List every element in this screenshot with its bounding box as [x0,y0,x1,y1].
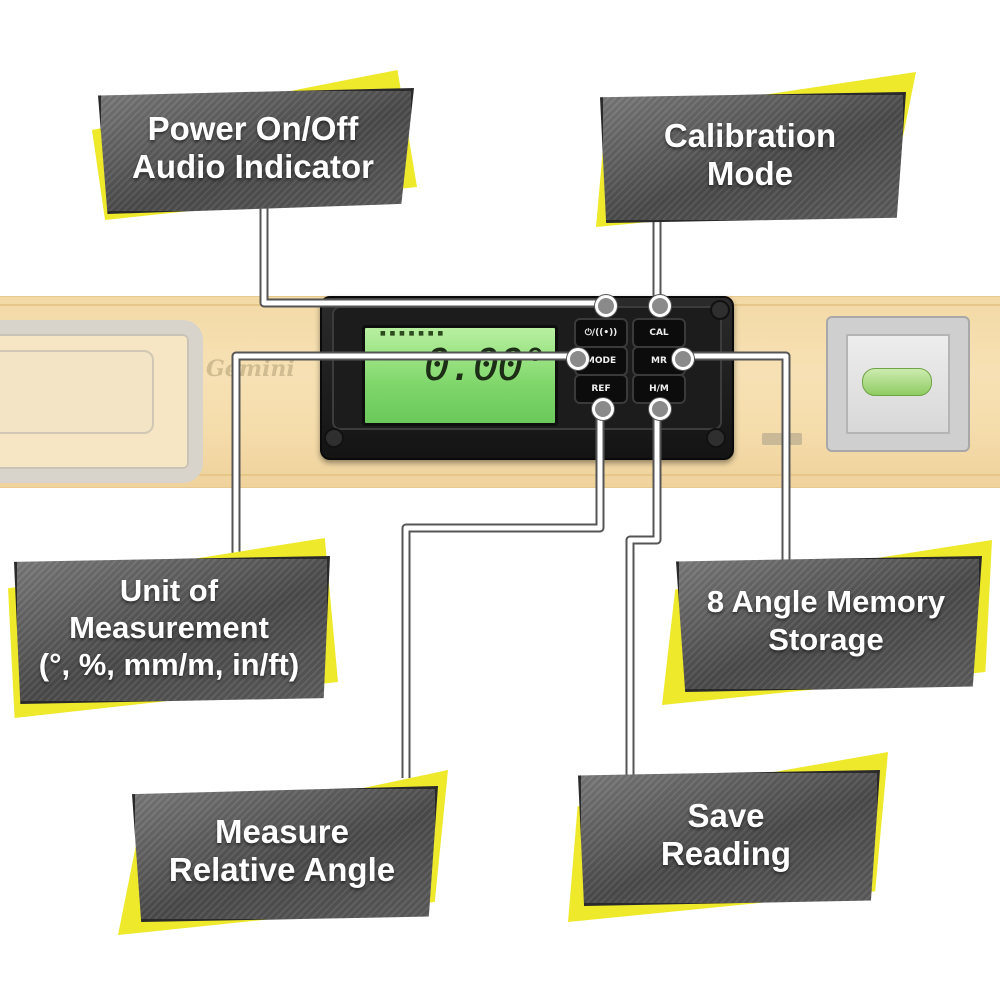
connector-dot [592,398,614,420]
lcd-reading: 0.00° [424,340,548,391]
callout-line: Measurement [69,609,269,645]
power-connector [259,205,603,308]
mr-label: MR [651,356,667,366]
connector-dot [672,348,694,370]
connector-dot [649,295,671,317]
relative-connector [401,406,605,778]
callout-label: 8 Angle Memory Storage [676,560,976,682]
power-audio-label: ⏻/((•)) [584,328,618,338]
ref-label: REF [591,384,611,394]
screw-icon [706,428,726,448]
connector-dot [595,295,617,317]
callout-line: Audio Indicator [132,148,374,185]
callout-line: Unit of [119,572,219,608]
handle-grip [0,350,154,434]
callout-line: Calibration [663,116,837,154]
memory-connector [680,351,791,570]
callout-line: 8 Angle Memory [706,584,946,619]
callout-line: Relative Angle [168,851,396,888]
callout-label: Calibration Mode [600,96,900,213]
screw-icon [324,428,344,448]
screw-icon [710,300,730,320]
mode-label: MODE [585,356,617,366]
callout-label: Power On/Off Audio Indicator [98,92,408,204]
lcd-indicators: ■ ■ ■ ■ ■ ■ ■ [380,330,445,337]
callout-label: Save Reading [578,774,874,896]
callout-line: Save [687,797,765,834]
callout-line: Measure [215,813,349,850]
callout-plate [132,786,438,922]
save-connector [625,406,662,790]
callout-label: Unit of Measurement (°, %, mm/m, in/ft) [14,556,324,698]
hm-label: H/M [649,384,669,394]
lcd-display [362,325,558,426]
callout-line: Reading [660,835,792,872]
callout-line: Power On/Off [147,110,359,147]
callout-label: Measure Relative Angle [132,790,432,912]
cal-button[interactable]: CAL [632,318,686,348]
connector-dot [567,348,589,370]
callout-line: Storage [768,622,884,657]
rail-groove [0,474,1000,476]
connector-dot [649,398,671,420]
callout-line: (°, %, mm/m, in/ft) [38,646,300,682]
cal-label: CAL [649,328,669,338]
bubble-vial [862,368,932,396]
callout-line: Mode [706,154,794,192]
